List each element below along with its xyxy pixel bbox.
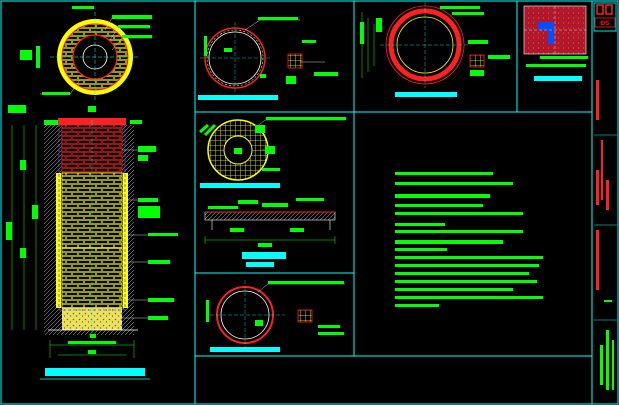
sheet-label: ĐS	[600, 20, 609, 27]
title-bar-red	[596, 80, 599, 120]
caption-bar-c	[534, 76, 582, 81]
general-notes-block	[395, 172, 543, 307]
slab-section-detail	[204, 198, 336, 267]
caption-bar-d	[200, 183, 280, 188]
grid-cover-detail	[199, 117, 346, 188]
top-plan-view	[20, 6, 152, 102]
caption-bar-e	[242, 252, 286, 259]
plan-detail-c	[206, 280, 345, 352]
section-caption-bar	[45, 368, 145, 376]
plan-detail-b	[360, 2, 510, 97]
plan-detail-a	[198, 17, 338, 100]
material-detail	[523, 5, 588, 81]
caption-bar-b	[395, 92, 457, 97]
title-block: ĐS	[593, 2, 617, 390]
caption-bar-f	[210, 347, 280, 352]
caption-bar-a	[198, 95, 278, 100]
well-section-view	[6, 105, 178, 380]
